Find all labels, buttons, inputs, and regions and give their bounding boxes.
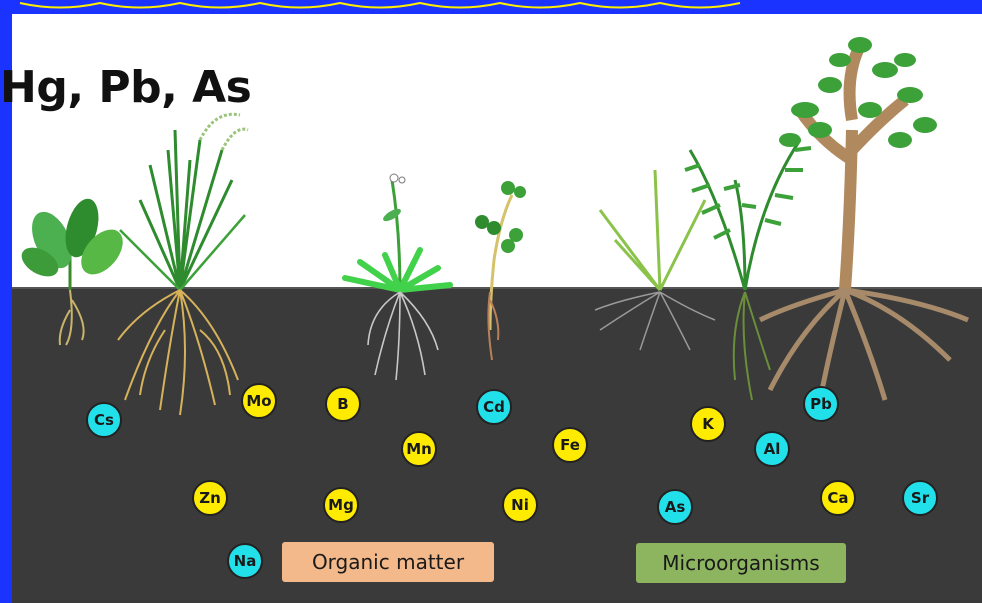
element-badge-fe: Fe bbox=[552, 427, 588, 463]
element-badge-ca: Ca bbox=[820, 480, 856, 516]
element-badge-as: As bbox=[657, 489, 693, 525]
element-badge-cs: Cs bbox=[86, 402, 122, 438]
element-badge-pb: Pb bbox=[803, 386, 839, 422]
element-badge-mo: Mo bbox=[241, 383, 277, 419]
organic-matter-label: Organic matter bbox=[282, 542, 494, 582]
element-badge-na: Na bbox=[227, 543, 263, 579]
element-badge-k: K bbox=[690, 406, 726, 442]
element-badge-b: B bbox=[325, 386, 361, 422]
heading-elements: Hg, Pb, As bbox=[0, 62, 251, 113]
element-badge-zn: Zn bbox=[192, 480, 228, 516]
element-badge-mg: Mg bbox=[323, 487, 359, 523]
element-badge-mn: Mn bbox=[401, 431, 437, 467]
element-badge-cd: Cd bbox=[476, 389, 512, 425]
element-badge-ni: Ni bbox=[502, 487, 538, 523]
element-badge-al: Al bbox=[754, 431, 790, 467]
microorganisms-label: Microorganisms bbox=[636, 543, 846, 583]
element-badge-sr: Sr bbox=[902, 480, 938, 516]
